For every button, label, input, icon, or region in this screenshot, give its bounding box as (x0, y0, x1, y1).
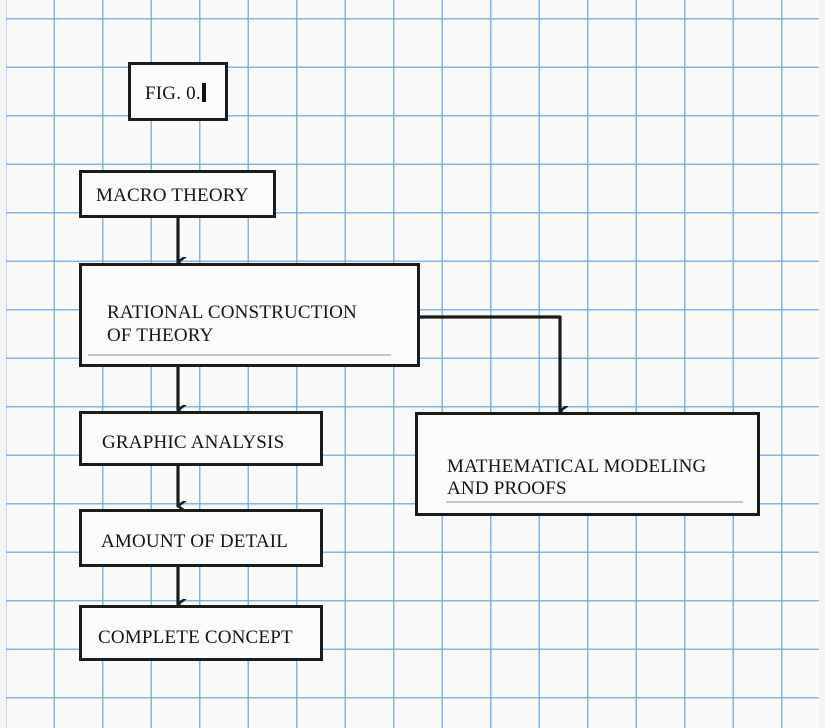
node-amount-of-detail-label: AMOUNT OF DETAIL (101, 531, 289, 552)
node-amount-of-detail: AMOUNT OF DETAIL (79, 509, 323, 567)
figure-label-mark (201, 83, 206, 102)
node-complete-concept: COMPLETE CONCEPT (79, 605, 323, 661)
node-macro-theory: MACRO THEORY (79, 170, 276, 218)
node-graphic-analysis: GRAPHIC ANALYSIS (79, 411, 323, 466)
figure-label-text: FIG. 0. (145, 83, 201, 104)
node-rational-construction-line2: OF THEORY (107, 325, 214, 346)
figure-label: FIG. 0. (145, 82, 206, 105)
paper-edge-left (0, 0, 6, 728)
node-rational-construction: RATIONAL CONSTRUCTION OF THEORY (79, 263, 420, 367)
node-rational-construction-line1: RATIONAL CONSTRUCTION (107, 302, 357, 323)
paper-edge-right (819, 0, 825, 728)
node-rational-construction-underline (88, 354, 391, 356)
figure-label-box: FIG. 0. (128, 62, 228, 121)
node-graphic-analysis-label: GRAPHIC ANALYSIS (102, 432, 285, 453)
node-mathematical-modeling: MATHEMATICAL MODELING AND PROOFS (415, 412, 760, 516)
node-mathematical-modeling-line1: MATHEMATICAL MODELING (447, 456, 707, 477)
node-complete-concept-label: COMPLETE CONCEPT (98, 627, 293, 648)
edge-rational-to-mathematical (417, 315, 560, 411)
node-macro-theory-label: MACRO THEORY (96, 185, 249, 206)
node-mathematical-modeling-underline (446, 501, 743, 503)
node-mathematical-modeling-line2: AND PROOFS (447, 478, 567, 499)
